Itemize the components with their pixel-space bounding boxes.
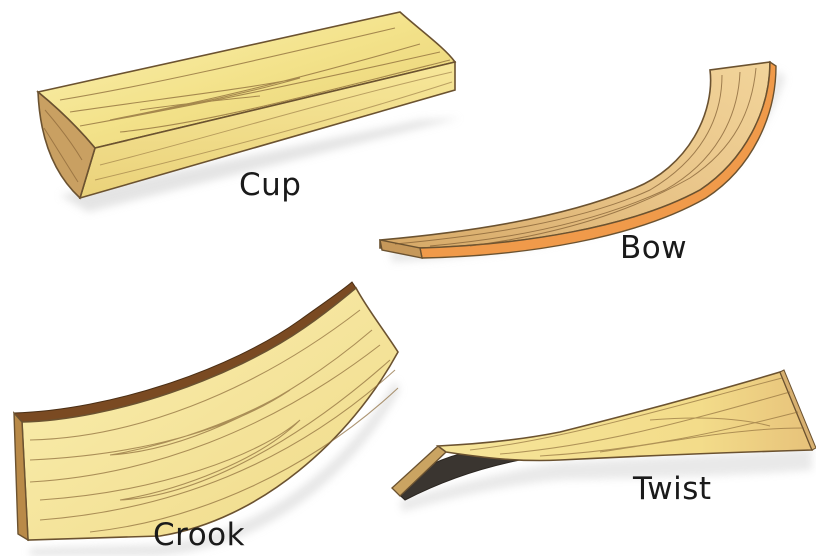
twist-label: Twist bbox=[633, 474, 712, 505]
cup-label: Cup bbox=[239, 170, 301, 201]
crook-board bbox=[14, 282, 400, 556]
crook-label: Crook bbox=[153, 520, 245, 551]
bow-label: Bow bbox=[620, 233, 687, 264]
twist-board bbox=[392, 370, 816, 512]
